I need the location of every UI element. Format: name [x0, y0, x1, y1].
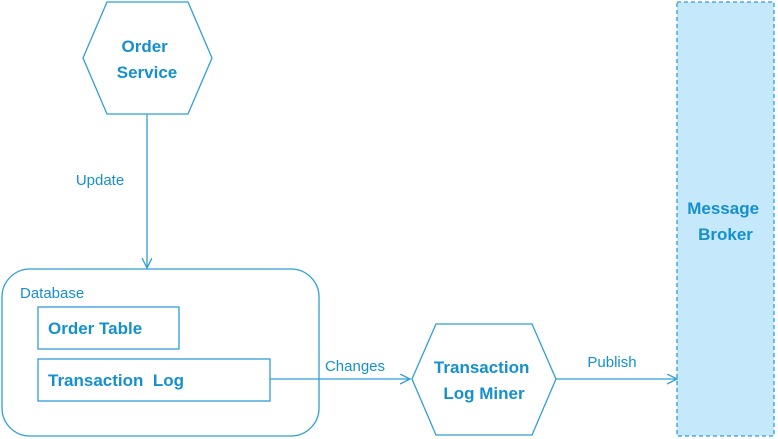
- order-service-label: Order Service: [117, 37, 178, 82]
- log-miner-hexagon: [411, 323, 557, 436]
- database-label: Database: [20, 285, 84, 302]
- publish-label: Publish: [587, 354, 636, 371]
- transaction-log-label: Transaction Log: [48, 371, 184, 390]
- transaction-log-box: [37, 358, 271, 402]
- order-service-hexagon: [82, 1, 213, 115]
- order-table-box: [37, 306, 180, 350]
- changes-label: Changes: [325, 358, 385, 375]
- message-broker-box: [676, 1, 775, 437]
- log-miner-label: Transaction Log Miner: [434, 358, 534, 403]
- order-table-label: Order Table: [48, 319, 142, 338]
- update-label: Update: [76, 172, 124, 189]
- message-broker-label: Message Broker: [687, 199, 764, 244]
